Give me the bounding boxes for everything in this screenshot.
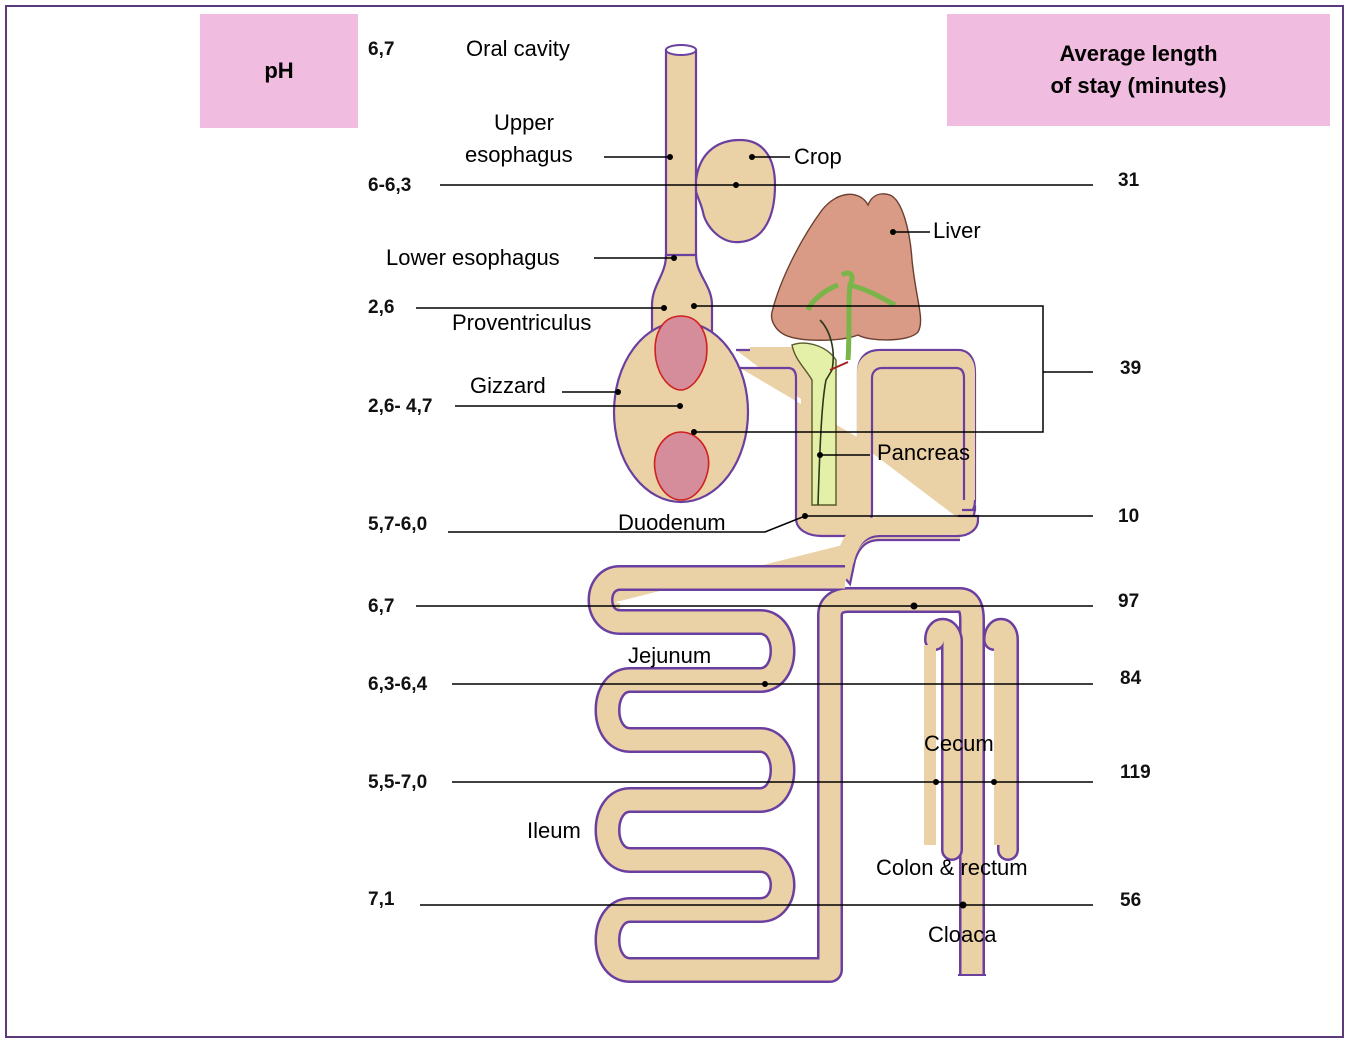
oral-opening — [666, 45, 696, 55]
marker-dot — [733, 182, 739, 188]
label-duodenum: Duodenum — [618, 510, 726, 535]
label-gizzard: Gizzard — [470, 373, 546, 398]
label-ileum: Ileum — [527, 818, 581, 843]
stay-jejunum-lower: 84 — [1120, 668, 1142, 689]
stay-proventriculus-gizzard: 39 — [1120, 358, 1141, 379]
label-liver: Liver — [933, 218, 981, 243]
marker-dot — [817, 452, 823, 458]
stay-crop: 31 — [1118, 170, 1140, 191]
label-lower-esophagus: Lower esophagus — [386, 245, 560, 270]
marker-dot — [762, 681, 768, 687]
stay-jejunum-upper: 97 — [1118, 591, 1139, 612]
ph-jejunum-lower: 6,3-6,4 — [368, 674, 428, 695]
label-upper-esophagus-2: esophagus — [465, 142, 573, 167]
label-pancreas: Pancreas — [877, 440, 970, 465]
marker-dot — [802, 513, 808, 519]
label-upper-esophagus-1: Upper — [494, 110, 554, 135]
label-crop: Crop — [794, 144, 842, 169]
ph-colon: 7,1 — [368, 889, 395, 910]
marker-dot — [911, 603, 918, 610]
ph-proventriculus: 2,6 — [368, 297, 394, 318]
label-cloaca: Cloaca — [928, 922, 997, 947]
ph-oral: 6,7 — [368, 39, 394, 60]
ph-gizzard: 2,6- 4,7 — [368, 396, 432, 417]
marker-dot — [991, 779, 997, 785]
label-proventriculus: Proventriculus — [452, 310, 591, 335]
stay-colon: 56 — [1120, 890, 1141, 911]
marker-dot — [691, 303, 697, 309]
leader-duodenum — [448, 516, 1093, 532]
marker-dot — [933, 779, 939, 785]
small-intestine — [601, 578, 973, 975]
ph-ileum: 5,5-7,0 — [368, 772, 427, 793]
label-jejunum: Jejunum — [628, 643, 711, 668]
marker-dot — [661, 305, 667, 311]
marker-dot — [615, 389, 621, 395]
label-colon-rectum: Colon & rectum — [876, 855, 1028, 880]
label-cecum: Cecum — [924, 731, 994, 756]
marker-dot — [960, 902, 967, 909]
marker-dot — [671, 255, 677, 261]
marker-dot — [691, 429, 697, 435]
label-oral-cavity: Oral cavity — [466, 36, 570, 61]
stay-cecum: 119 — [1120, 762, 1151, 783]
ph-duodenum: 5,7-6,0 — [368, 514, 427, 535]
ph-jejunum-upper: 6,7 — [368, 596, 394, 617]
marker-dot — [749, 154, 755, 160]
ph-upper-esophagus: 6-6,3 — [368, 175, 411, 196]
stay-duodenum: 10 — [1118, 506, 1139, 527]
marker-dot — [677, 403, 683, 409]
marker-dot — [890, 229, 896, 235]
liver — [772, 194, 921, 340]
marker-dot — [667, 154, 673, 160]
crop — [696, 140, 775, 242]
